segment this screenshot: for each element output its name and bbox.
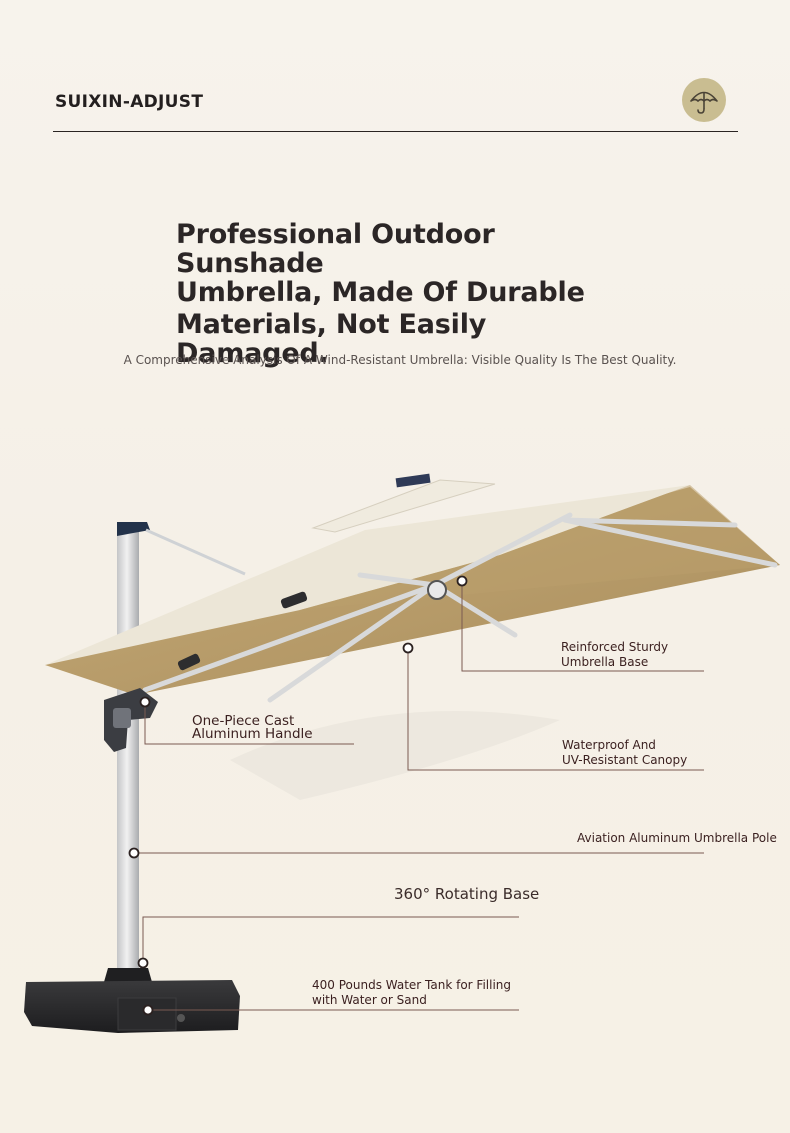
callout-umbrella-base: Reinforced Sturdy Umbrella Base [561,640,668,670]
callout-canopy-line-2: UV-Resistant Canopy [562,753,688,767]
marker-umbrella-base [456,575,468,587]
callout-umbrella-base-line-1: Reinforced Sturdy [561,640,669,654]
callout-water-tank-line-1: 400 Pounds Water Tank for Filling [312,978,512,992]
callout-handle-line-1: One-Piece Cast [192,713,295,729]
marker-rotating-base [137,957,149,969]
marker-pole [128,847,140,859]
pole-cap [117,522,150,536]
callout-handle: One-Piece Cast Aluminum Handle [192,713,313,742]
headline-line-3: Materials, Not Easily Damaged. [176,309,487,369]
callout-water-tank: 400 Pounds Water Tank for Filling with W… [312,978,511,1008]
canopy-vent [311,479,496,533]
callout-water-tank-line-2: with Water or Sand [312,993,427,1007]
callout-umbrella-base-line-2: Umbrella Base [561,655,649,669]
rib-hub [427,580,447,600]
brand-name: SUIXIN-ADJUST [55,92,204,112]
callout-rotating-base: 360° Rotating Base [394,887,539,902]
marker-canopy [402,642,414,654]
stay-cable [145,528,246,576]
headline-line-1: Professional Outdoor Sunshade [176,219,495,279]
callout-canopy: Waterproof And UV-Resistant Canopy [562,738,687,768]
marker-handle [139,696,151,708]
callout-handle-line-2: Aluminum Handle [192,726,313,742]
marker-water-tank [142,1004,154,1016]
callout-pole: Aviation Aluminum Umbrella Pole [577,831,777,846]
rotating-base-collar [104,968,152,982]
callout-rotating-base-line-1: 360° Rotating Base [394,885,540,903]
brand-logo [682,78,726,122]
callout-canopy-line-1: Waterproof And [562,738,656,752]
headline-line-2: Umbrella, Made Of Durable [176,277,585,308]
solar-panel [395,473,431,488]
umbrella-icon [690,91,718,114]
page-title: Professional Outdoor Sunshade Umbrella, … [176,220,636,368]
callout-pole-line-1: Aviation Aluminum Umbrella Pole [577,831,777,845]
page-subtitle: A Comprehensive Analysis Of A Wind-Resis… [123,353,677,367]
ground-shadow [230,711,560,800]
header-divider [53,131,738,132]
